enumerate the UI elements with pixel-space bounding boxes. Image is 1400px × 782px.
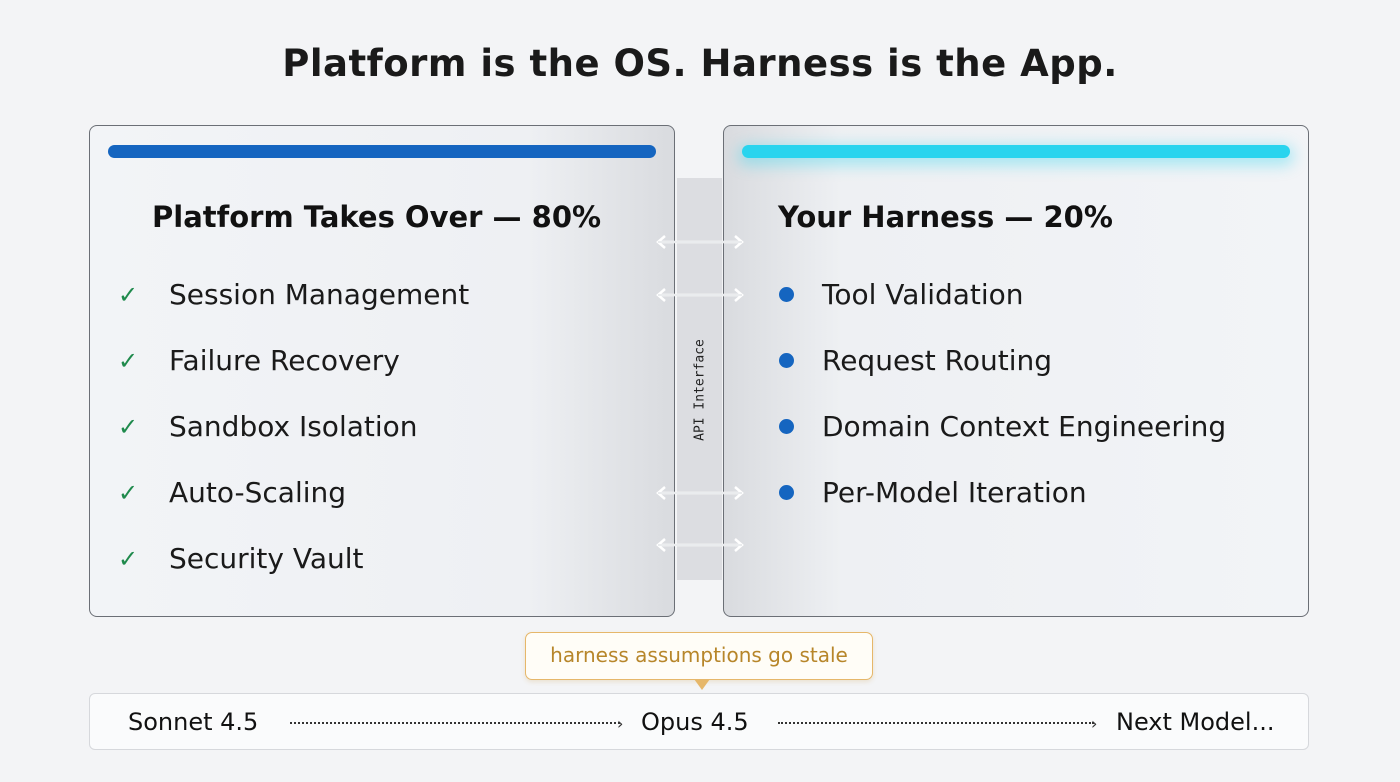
item-label: Request Routing	[822, 344, 1052, 377]
model-timeline: Sonnet 4.5 › Opus 4.5 › Next Model...	[89, 693, 1309, 750]
list-item: ✓ Sandbox Isolation	[118, 410, 418, 443]
timeline-model: Next Model...	[1116, 708, 1275, 736]
bidirectional-arrow-icon	[656, 538, 744, 552]
item-label: Session Management	[169, 278, 470, 311]
item-label: Auto-Scaling	[169, 476, 347, 509]
timeline-dotted-arrow	[290, 722, 620, 726]
bidirectional-arrow-icon	[656, 486, 744, 500]
list-item: Domain Context Engineering	[779, 410, 1226, 443]
harness-card: Your Harness — 20% Tool Validation Reque…	[723, 125, 1309, 617]
timeline-model: Sonnet 4.5	[128, 708, 259, 736]
timeline-model: Opus 4.5	[641, 708, 749, 736]
list-item: Tool Validation	[779, 278, 1024, 311]
item-label: Failure Recovery	[169, 344, 400, 377]
bullet-icon	[779, 287, 794, 302]
item-label: Domain Context Engineering	[822, 410, 1227, 443]
harness-accent-bar	[742, 145, 1290, 158]
bidirectional-arrow-icon	[656, 288, 744, 302]
platform-card: Platform Takes Over — 80% ✓ Session Manag…	[89, 125, 675, 617]
page-title: Platform is the OS. Harness is the App.	[282, 42, 1118, 85]
stale-assumptions-callout: harness assumptions go stale	[525, 632, 873, 690]
bidirectional-arrow-icon	[656, 235, 744, 249]
list-item: ✓ Security Vault	[118, 542, 364, 575]
check-icon: ✓	[118, 280, 139, 309]
api-interface-strip	[677, 178, 722, 580]
check-icon: ✓	[118, 412, 139, 441]
platform-heading: Platform Takes Over — 80%	[152, 200, 602, 234]
list-item: ✓ Auto-Scaling	[118, 476, 346, 509]
list-item: Request Routing	[779, 344, 1052, 377]
bullet-icon	[779, 485, 794, 500]
item-label: Security Vault	[169, 542, 364, 575]
timeline-dotted-arrow	[778, 722, 1094, 726]
item-label: Per-Model Iteration	[822, 476, 1087, 509]
list-item: ✓ Session Management	[118, 278, 469, 311]
item-label: Tool Validation	[822, 278, 1024, 311]
list-item: Per-Model Iteration	[779, 476, 1087, 509]
list-item: ✓ Failure Recovery	[118, 344, 400, 377]
arrowhead-icon: ›	[617, 714, 624, 733]
check-icon: ✓	[118, 544, 139, 573]
api-interface-label: API Interface	[692, 339, 708, 441]
bullet-icon	[779, 353, 794, 368]
arrowhead-icon: ›	[1091, 714, 1098, 733]
platform-accent-bar	[108, 145, 656, 158]
item-label: Sandbox Isolation	[169, 410, 418, 443]
harness-heading: Your Harness — 20%	[778, 200, 1113, 234]
check-icon: ✓	[118, 478, 139, 507]
check-icon: ✓	[118, 346, 139, 375]
bullet-icon	[779, 419, 794, 434]
